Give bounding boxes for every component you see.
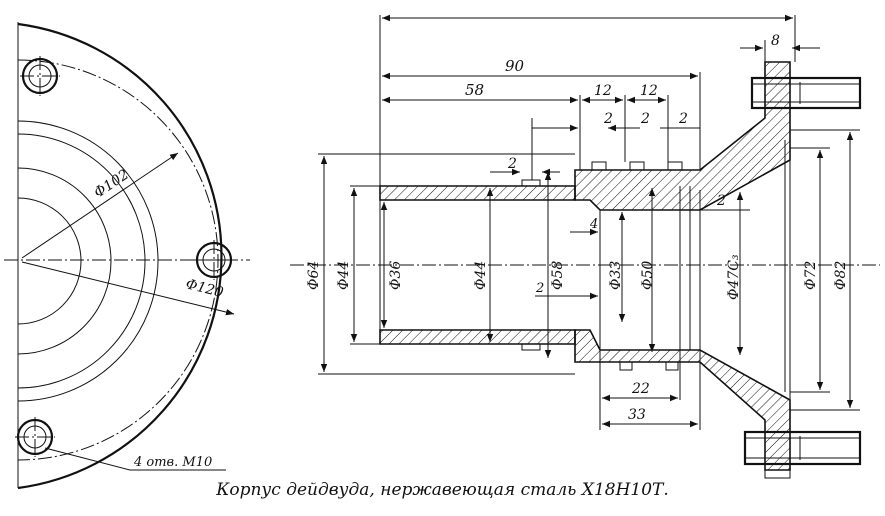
flange-arc-inner2 xyxy=(17,167,112,355)
bolt-hole-bottom xyxy=(15,417,55,457)
flange-arc-102 xyxy=(17,120,159,402)
ring-grooves-bottom xyxy=(619,362,679,371)
bolt-hole-top xyxy=(20,56,60,96)
half-flange-view: Φ102 Φ120 4 отв. М10 xyxy=(4,22,250,490)
dim-2b: 2 xyxy=(640,111,650,127)
tube-wall-top xyxy=(379,185,576,201)
dia-72: Φ72 xyxy=(803,261,819,290)
section-view: 8 90 58 12 12 2 2 2 2 2 4 2 22 xyxy=(290,14,880,479)
dim-2d: 2 xyxy=(507,156,517,172)
figure-caption: Корпус дейдвуда, нержавеющая сталь Х18Н1… xyxy=(216,480,669,500)
flange-arc-inner1 xyxy=(17,133,146,389)
dim-120-leader xyxy=(21,261,235,316)
dim-2a: 2 xyxy=(603,111,613,127)
flange-bore-arc xyxy=(17,197,82,325)
dia-44b: Φ44 xyxy=(473,261,489,290)
ring-grooves-top xyxy=(591,161,683,170)
groove-top-left xyxy=(521,179,541,186)
dim-90: 90 xyxy=(505,57,525,75)
tube-wall-bottom xyxy=(379,329,576,345)
dia-44a: Φ44 xyxy=(336,261,352,290)
bolt-hole-right xyxy=(194,240,234,280)
dia-36: Φ36 xyxy=(388,261,404,290)
dia-64: Φ64 xyxy=(306,261,322,290)
holes-note: 4 отв. М10 xyxy=(133,455,212,470)
dim-12a: 12 xyxy=(594,83,612,99)
dim-33: 33 xyxy=(628,407,646,423)
dia-58: Φ58 xyxy=(550,261,566,290)
holes-note-leader xyxy=(44,447,226,471)
dim-2e: 2 xyxy=(716,193,726,209)
dim-4: 4 xyxy=(589,217,598,232)
dim-58: 58 xyxy=(465,81,484,99)
dia-50: Φ50 xyxy=(640,261,656,290)
dia-82: Φ82 xyxy=(833,261,849,290)
dim-102-label: Φ102 xyxy=(91,167,132,202)
dim-2f: 2 xyxy=(535,281,544,296)
dim-120-label: Φ120 xyxy=(184,276,225,301)
dim-22: 22 xyxy=(631,381,650,397)
dim-2c: 2 xyxy=(678,111,688,127)
dim-102-leader xyxy=(21,152,179,259)
hub-bottom-section xyxy=(574,329,791,471)
stud-top xyxy=(750,61,862,110)
groove-bottom-left xyxy=(521,344,541,351)
dia-33: Φ33 xyxy=(608,261,624,290)
dim-8: 8 xyxy=(771,33,780,49)
dim-12b: 12 xyxy=(640,83,658,99)
dia-47: Φ47С₃ xyxy=(726,254,742,300)
stud-bottom xyxy=(743,430,862,479)
flange-outer-arc xyxy=(17,22,223,490)
